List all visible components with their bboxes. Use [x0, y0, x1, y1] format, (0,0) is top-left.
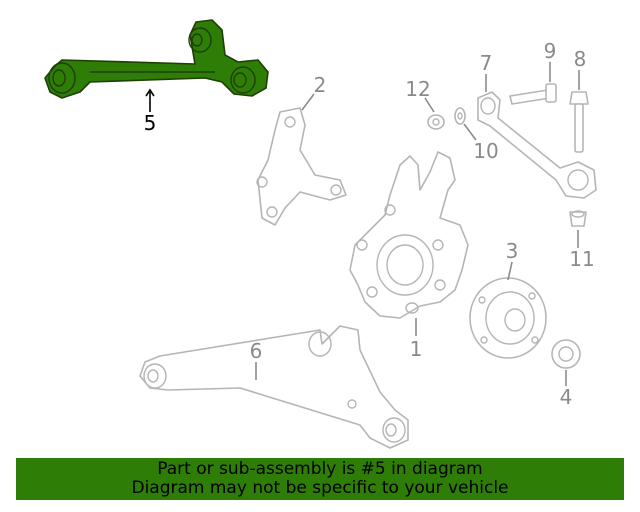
- leader-5-arrow: [145, 88, 155, 97]
- leader-3: [507, 261, 513, 281]
- callout-12[interactable]: 12: [405, 77, 430, 101]
- leader-12: [424, 97, 435, 113]
- banner-line-part: Part or sub-assembly is #5 in diagram: [157, 459, 483, 479]
- part-1-knuckle[interactable]: [349, 151, 469, 319]
- leader-10: [463, 123, 477, 141]
- callout-10[interactable]: 10: [473, 139, 498, 163]
- part-10-washer[interactable]: [454, 107, 466, 125]
- callout-1[interactable]: 1: [410, 337, 423, 361]
- part-11-nut[interactable]: [569, 210, 587, 227]
- callout-8[interactable]: 8: [574, 47, 587, 71]
- callout-5[interactable]: 5: [144, 111, 157, 135]
- info-banner: Part or sub-assembly is #5 in diagram Di…: [16, 458, 624, 500]
- part-6-lower-control-arm[interactable]: [139, 325, 409, 449]
- callout-11[interactable]: 11: [569, 247, 594, 271]
- parts-diagram: 5 2 12 7 9 8 10 11 3 1 6 4: [44, 19, 597, 449]
- part-7-link[interactable]: [477, 91, 597, 199]
- callout-7[interactable]: 7: [480, 51, 493, 75]
- part-8-bolt[interactable]: [569, 91, 589, 153]
- callout-9[interactable]: 9: [544, 39, 557, 63]
- part-3-wheel-hub[interactable]: [469, 277, 547, 359]
- callout-6[interactable]: 6: [250, 339, 263, 363]
- part-12-nut[interactable]: [427, 114, 445, 130]
- banner-line-disclaimer: Diagram may not be specific to your vehi…: [131, 478, 509, 498]
- part-4-hub-nut[interactable]: [551, 339, 581, 369]
- callout-3[interactable]: 3: [506, 239, 519, 263]
- part-9-bolt[interactable]: [509, 83, 557, 105]
- part-5-upper-control-arm[interactable]: [44, 19, 269, 99]
- leader-2: [301, 93, 315, 111]
- callout-4[interactable]: 4: [560, 385, 573, 409]
- part-2-bracket[interactable]: [256, 107, 347, 226]
- callout-2[interactable]: 2: [314, 73, 327, 97]
